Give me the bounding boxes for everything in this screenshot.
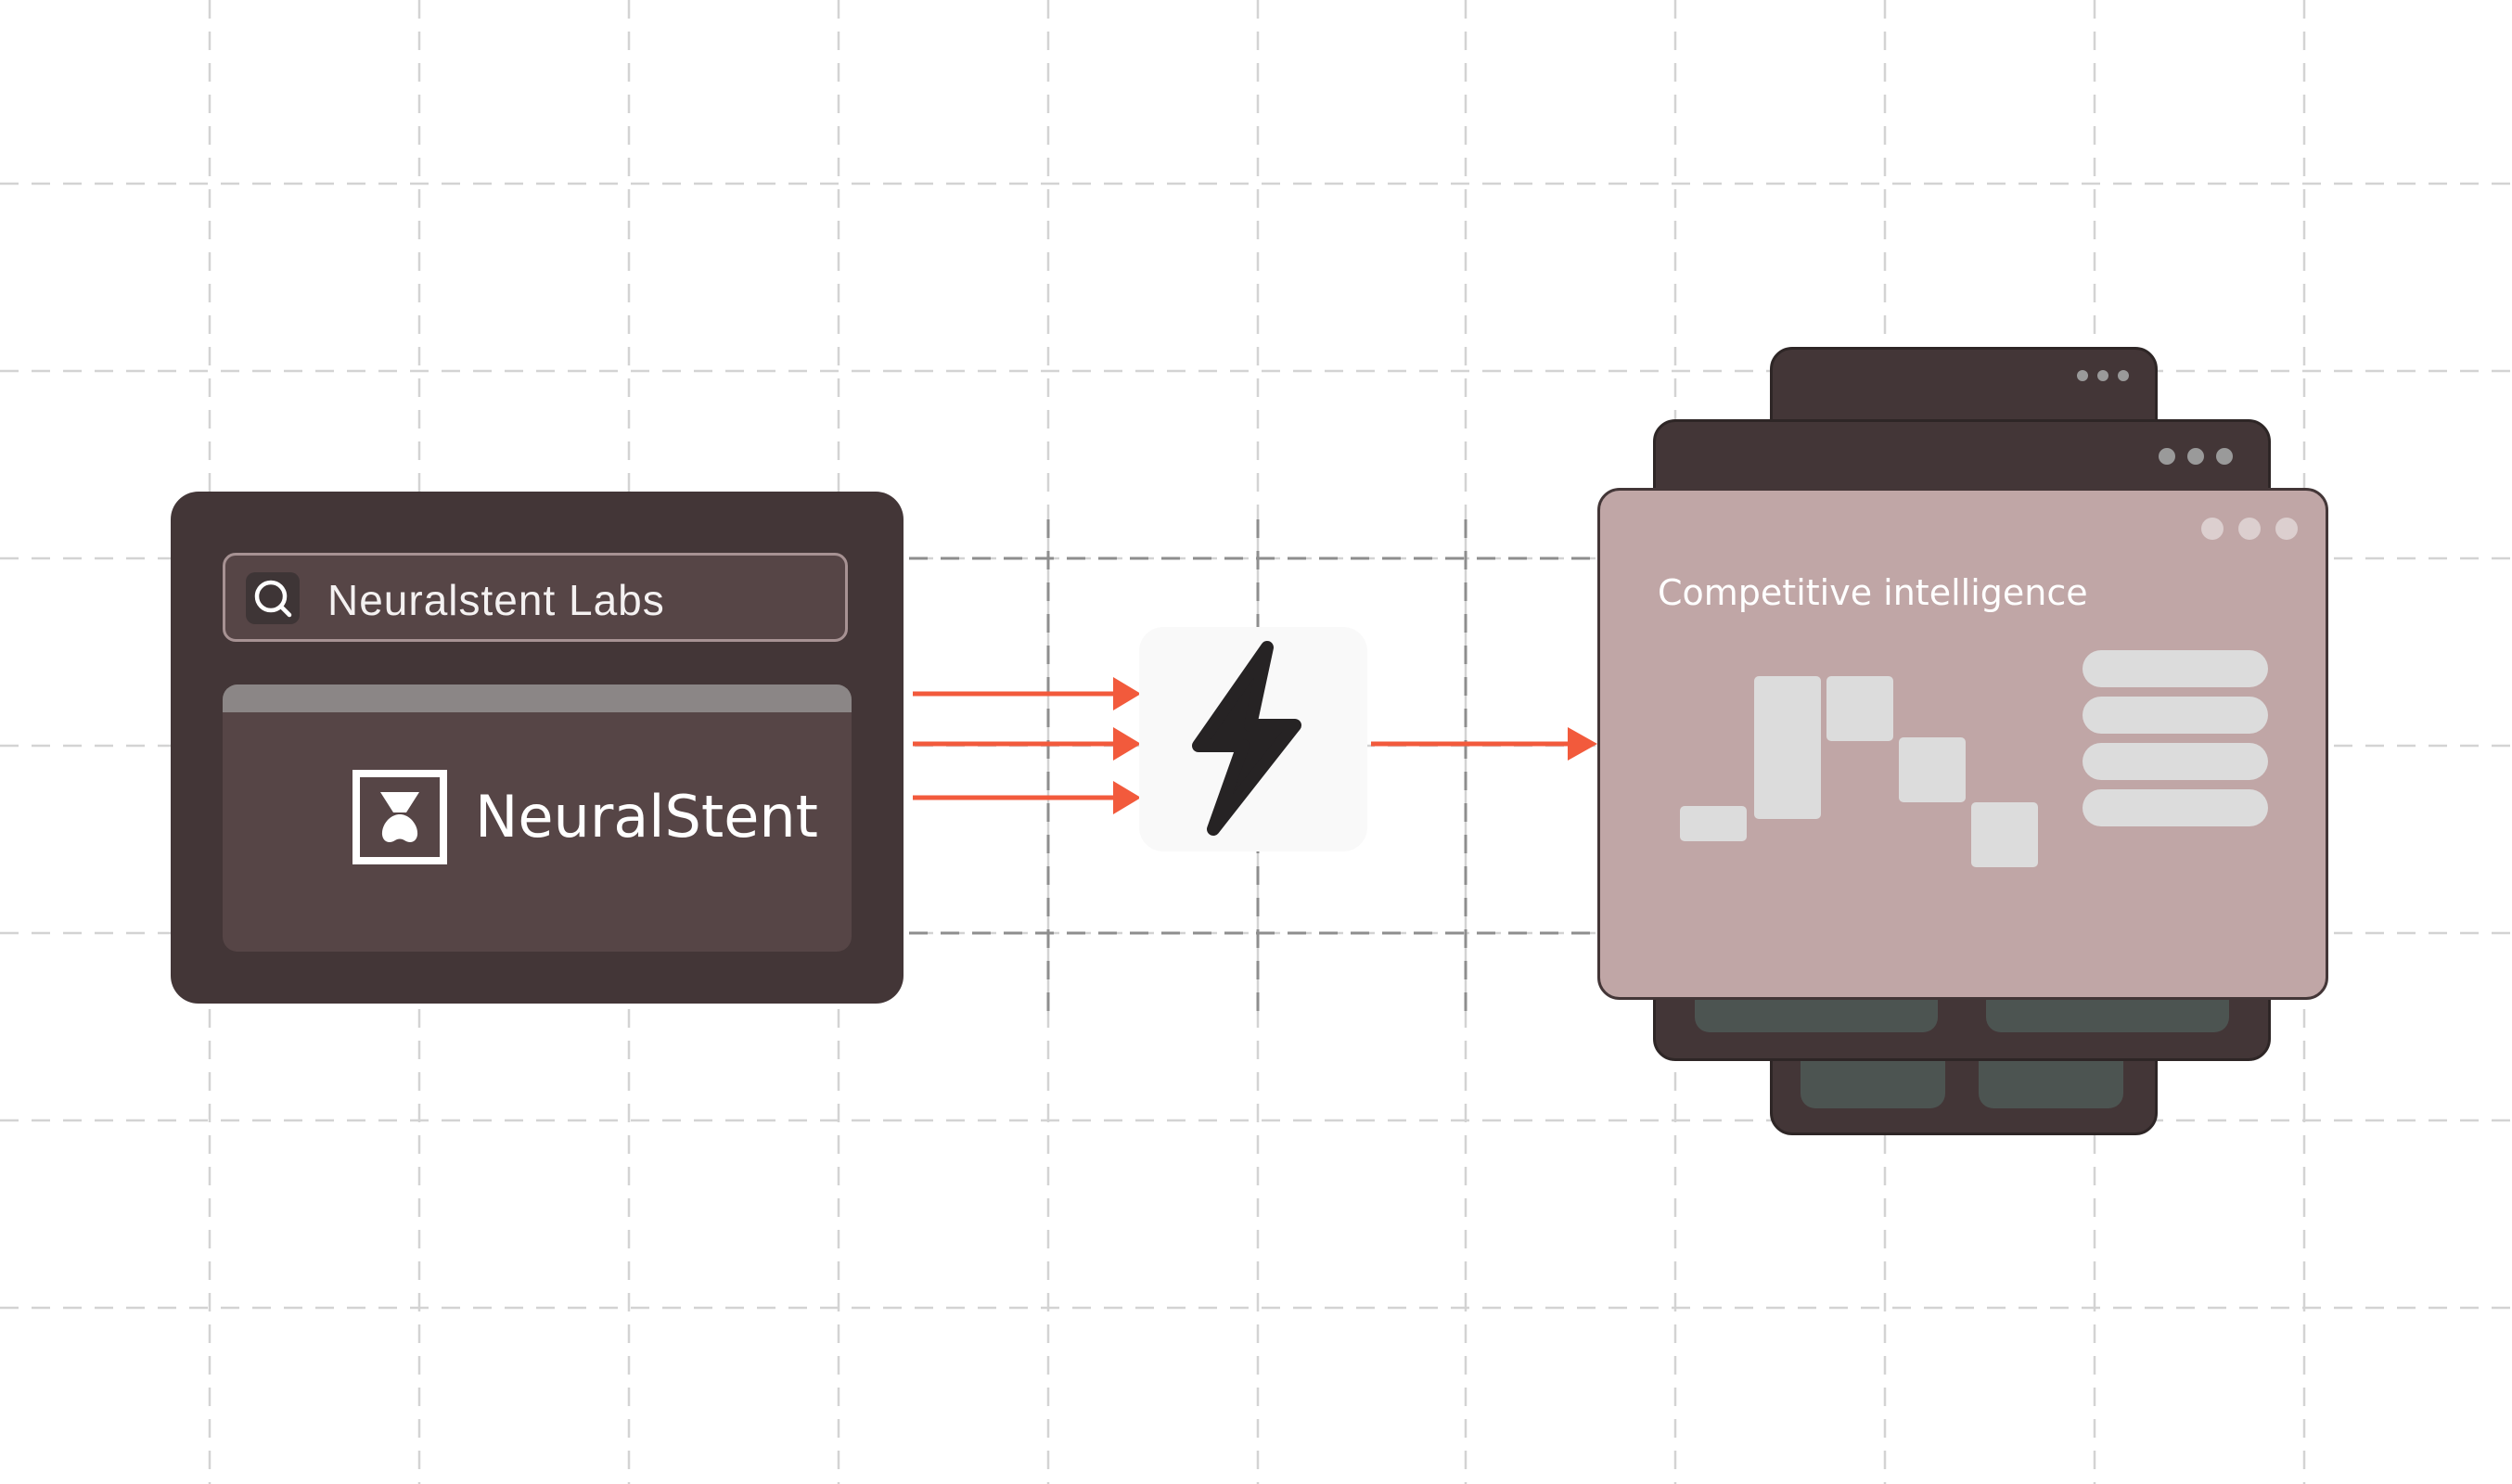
lightning-bolt-icon — [1192, 641, 1301, 836]
search-bar[interactable]: Neuralstent Labs — [223, 553, 848, 642]
chart-block-2 — [1754, 676, 1821, 819]
chart-block-1 — [1680, 806, 1747, 841]
list-row-3 — [2083, 743, 2268, 780]
competitive-intelligence-window[interactable]: Competitive intelligence — [1597, 488, 2328, 1000]
search-icon — [246, 572, 300, 624]
search-result-panel[interactable]: NeuralStent — [223, 684, 852, 952]
list-row-4 — [2083, 789, 2268, 826]
window-menu-dots-icon — [2075, 368, 2131, 383]
source-search-card: Neuralstent Labs NeuralStent — [171, 492, 904, 1004]
list-row-1 — [2083, 650, 2268, 687]
brand-name: NeuralStent — [475, 783, 818, 851]
window-menu-dots-icon — [2199, 515, 2300, 543]
window-menu-dots-icon — [2157, 446, 2235, 467]
window-title: Competitive intelligence — [1658, 572, 2088, 613]
result-panel-header — [223, 684, 852, 712]
middle-window-tab-left — [1695, 997, 1938, 1032]
chart-block-5 — [1971, 802, 2038, 867]
search-query-text: Neuralstent Labs — [327, 576, 665, 624]
back-window-tab-left — [1801, 1056, 1945, 1108]
trigger-node[interactable] — [1139, 627, 1367, 851]
back-window-tab-right — [1979, 1056, 2123, 1108]
middle-window-tab-right — [1986, 997, 2229, 1032]
list-row-2 — [2083, 697, 2268, 734]
chart-block-3 — [1826, 676, 1893, 741]
chart-block-4 — [1899, 737, 1966, 802]
neuralstent-logo-icon — [352, 770, 447, 864]
